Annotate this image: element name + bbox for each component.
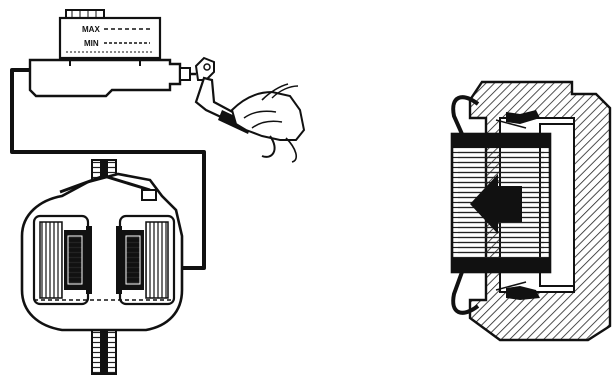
reservoir-min-label: MIN xyxy=(84,39,99,48)
brake-caliper xyxy=(22,174,182,330)
fluid-reservoir: MAX MIN xyxy=(60,10,160,58)
master-cylinder-assembly: MAX MIN xyxy=(30,10,196,96)
reservoir-max-label: MAX xyxy=(82,25,100,34)
caliper-section-detail xyxy=(452,82,610,340)
driver-foot xyxy=(232,84,304,162)
